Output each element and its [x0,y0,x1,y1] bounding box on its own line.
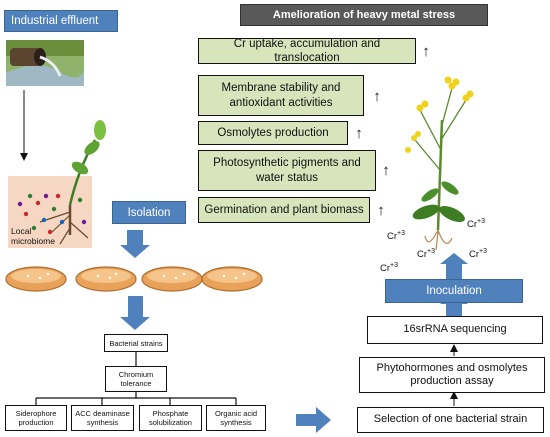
inoculation-label: Inoculation [385,279,523,303]
cr-ion-label: Cr+3 [387,230,406,243]
cr-ion-label: Cr+3 [380,262,399,275]
assay-box-acc-deaminase: ACC deaminase synthesis [71,405,134,431]
assay-box-organic-acid: Organic acid synthesis [206,405,266,431]
to-selection-right-arrow [296,407,331,433]
local-microbiome-label: Local microbiome [11,226,55,246]
up-arrow-icon: ↑ [355,124,363,142]
cr-ion-label: Cr+3 [417,248,436,261]
petri-dishes [5,266,263,292]
microbiome-image [8,120,106,248]
industrial-effluent-label: Industrial effluent [4,10,118,32]
step-box-selection: Selection of one bacterial strain [357,407,544,433]
effect-box-cr-uptake: Cr uptake, accumulation and translocatio… [198,38,416,64]
assay-box-siderophore: Siderophore production [5,405,67,431]
assay-box-phosphate: Phosphate solubilization [139,405,202,431]
step-box-16s-sequencing: 16srRNA sequencing [367,316,543,344]
isolation-label: Isolation [112,201,186,224]
up-arrow-icon: ↑ [373,87,381,105]
cr-ion-label: Cr+3 [467,218,486,231]
up-arrow-icon: ↑ [382,161,390,179]
effect-box-germination: Germination and plant biomass [198,197,370,223]
effect-box-membrane: Membrane stability and antioxidant activ… [198,75,364,116]
inoculation-up-arrow [440,253,468,279]
effect-box-photosynthetic: Photosynthetic pigments and water status [198,150,376,191]
effluent-image [6,40,84,86]
cr-ion-label: Cr+3 [469,248,488,261]
plant-image [405,76,474,251]
step-box-phytohormones: Phytohormones and osmolytes production a… [359,357,545,393]
plates-down-arrow [120,296,150,330]
effect-box-osmolytes: Osmolytes production [198,121,348,145]
isolation-down-arrow [120,230,150,258]
bacterial-strains-box: Bacterial strains [104,334,168,352]
chromium-tolerance-box: Chromium tolerance [105,366,167,392]
amelioration-header: Amelioration of heavy metal stress [240,4,488,26]
up-arrow-icon: ↑ [377,201,385,219]
up-arrow-icon: ↑ [422,42,430,60]
